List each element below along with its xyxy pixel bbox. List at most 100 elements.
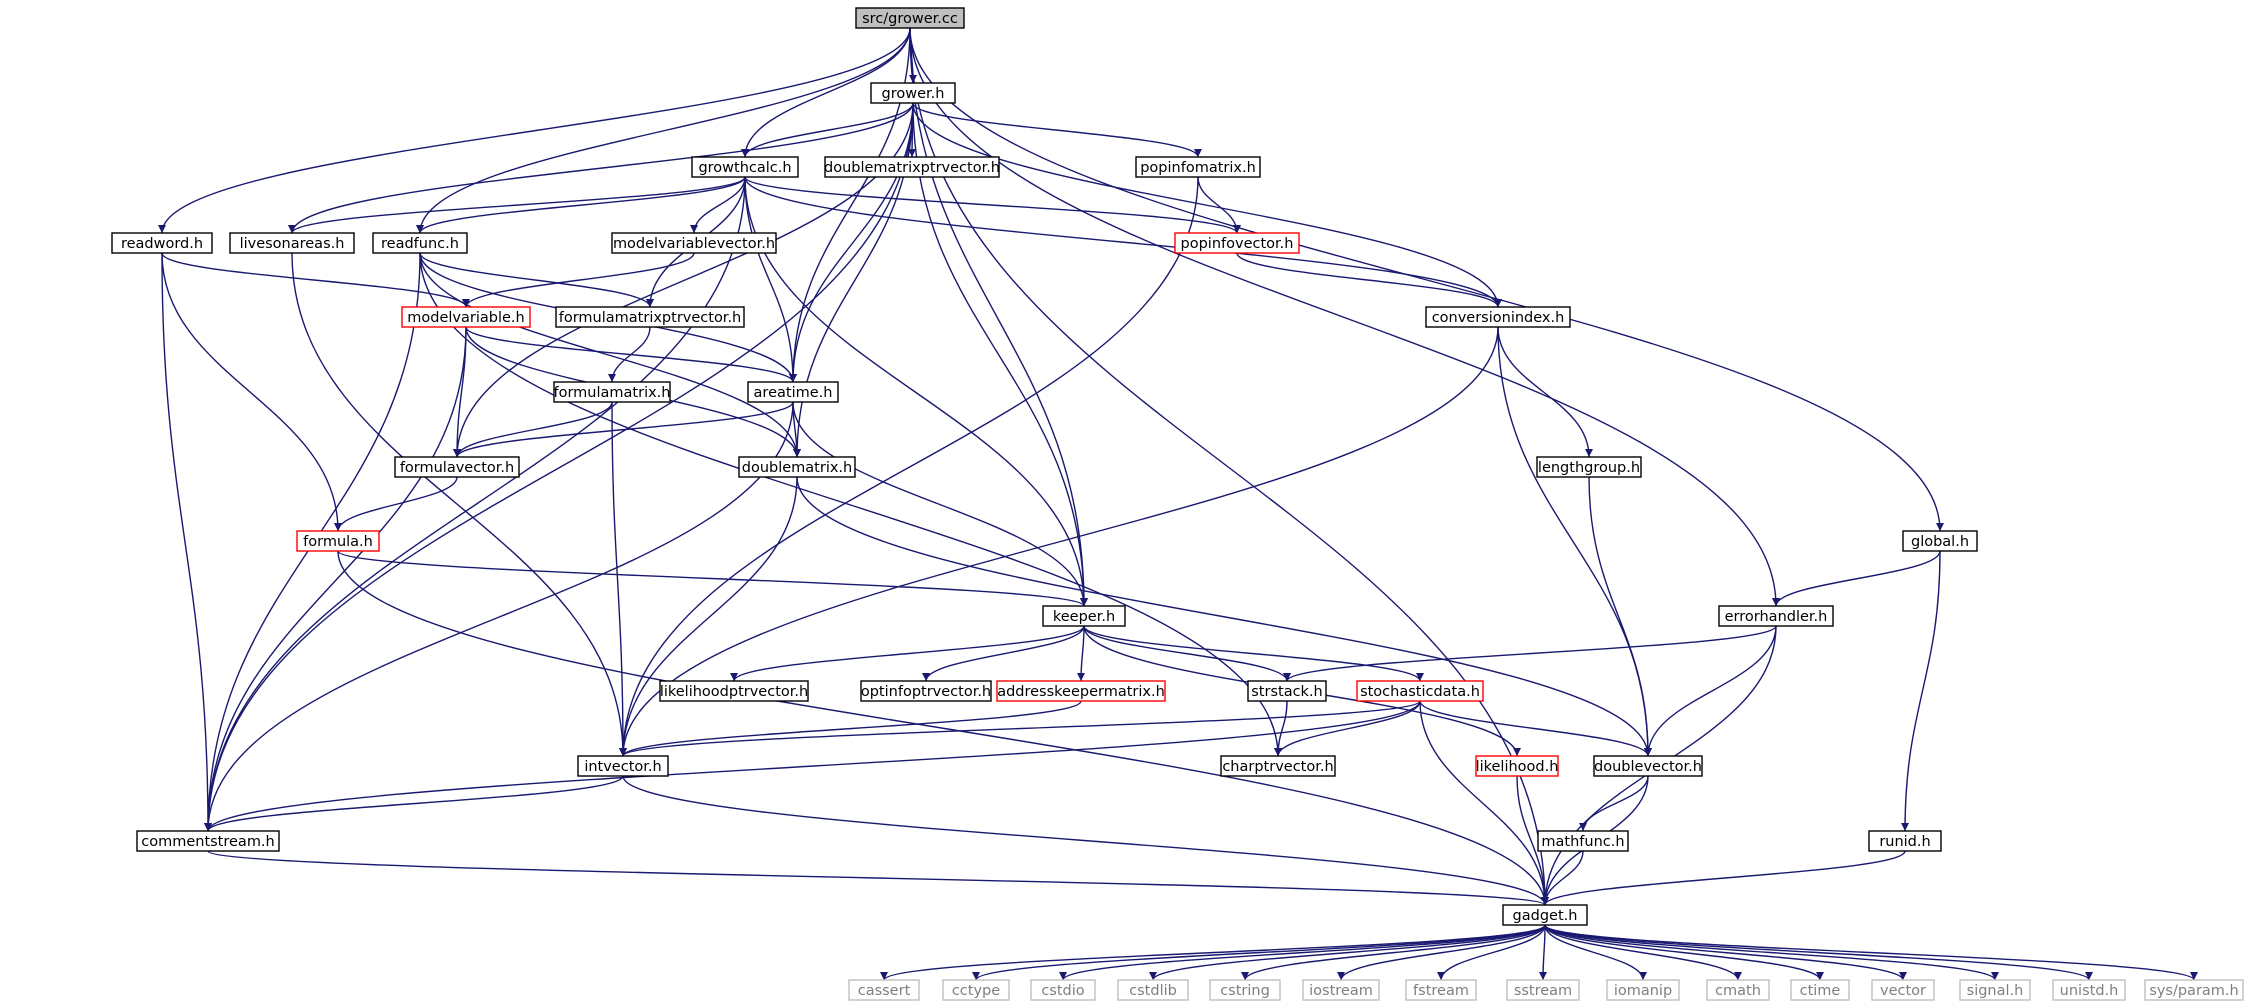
- node-label: ctime: [1800, 983, 1841, 999]
- node-cmath: cmath: [1706, 979, 1770, 1001]
- node-cstdlib: cstdlib: [1117, 979, 1189, 1001]
- node-optinfoptrvector-h[interactable]: optinfoptrvector.h: [860, 680, 992, 702]
- node-modelvariable-h[interactable]: modelvariable.h: [401, 306, 531, 328]
- node-box: [553, 381, 671, 403]
- node-box: [401, 306, 531, 328]
- node-box: [1425, 306, 1571, 328]
- node-readfunc-h[interactable]: readfunc.h: [372, 232, 468, 254]
- node-charptrvector-h[interactable]: charptrvector.h: [1220, 755, 1336, 777]
- node-ctime: ctime: [1790, 979, 1850, 1001]
- node-conversionindex-h[interactable]: conversionindex.h: [1425, 306, 1571, 328]
- node-doublematrix-h[interactable]: doublematrix.h: [738, 456, 856, 478]
- edge-addresskeepermatrix-h-to-intvector-h: [619, 700, 1082, 757]
- edge-grower-cc-to-errorhandler-h: [909, 27, 1780, 607]
- node-label: likelihood.h: [1476, 759, 1559, 775]
- node-cstring: cstring: [1209, 979, 1281, 1001]
- edge-popinfovector-h-to-conversionindex-h: [1236, 252, 1502, 308]
- node-box: [1209, 979, 1281, 1001]
- node-strstack-h[interactable]: strstack.h: [1247, 680, 1327, 702]
- node-box: [1135, 156, 1261, 178]
- node-vector: vector: [1871, 979, 1935, 1001]
- node-box: [1042, 605, 1126, 627]
- node-keeper-h[interactable]: keeper.h: [1042, 605, 1126, 627]
- node-unistd-h: unistd.h: [2052, 979, 2126, 1001]
- node-box: [1868, 830, 1942, 852]
- node-runid-h[interactable]: runid.h: [1868, 830, 1942, 852]
- node-grower-cc[interactable]: src/grower.cc: [855, 7, 965, 29]
- node-areatime-h[interactable]: areatime.h: [747, 381, 839, 403]
- node-lengthgroup-h[interactable]: lengthgroup.h: [1536, 456, 1642, 478]
- edge-gadget-h-to-iostream: [1337, 924, 1546, 981]
- node-box: [1502, 904, 1588, 926]
- node-box: [1959, 979, 2031, 1001]
- node-formulamatrixptrvector-h[interactable]: formulamatrixptrvector.h: [555, 306, 745, 328]
- node-growthcalc-h[interactable]: growthcalc.h: [691, 156, 799, 178]
- edge-grower-cc-to-gadget-h: [909, 27, 1549, 906]
- node-box: [577, 755, 669, 777]
- node-box: [1506, 979, 1580, 1001]
- node-likelihoodptrvector-h[interactable]: likelihoodptrvector.h: [659, 680, 809, 702]
- node-readword-h[interactable]: readword.h: [111, 232, 213, 254]
- edge-grower-cc-to-readword-h: [158, 27, 911, 234]
- edge-areatime-h-to-formulavector-h: [453, 401, 794, 458]
- edge-grower-cc-to-readfunc-h: [416, 27, 911, 234]
- node-label: lengthgroup.h: [1538, 460, 1640, 476]
- node-label: unistd.h: [2060, 983, 2119, 999]
- node-label: growthcalc.h: [698, 160, 791, 176]
- node-label: intvector.h: [584, 759, 661, 775]
- edge-growthcalc-h-to-readfunc-h: [416, 176, 746, 234]
- node-addresskeepermatrix-h[interactable]: addresskeepermatrix.h: [996, 680, 1166, 702]
- node-intvector-h[interactable]: intvector.h: [577, 755, 669, 777]
- edge-gadget-h-to-iomanip: [1544, 924, 1647, 981]
- node-box: [2144, 979, 2244, 1001]
- node-sys-param-h: sys/param.h: [2144, 979, 2244, 1001]
- edge-keeper-h-to-optinfoptrvector-h: [922, 625, 1085, 682]
- node-label: gadget.h: [1513, 908, 1578, 924]
- node-box: [1174, 232, 1300, 254]
- node-label: sys/param.h: [2149, 983, 2238, 999]
- edge-growthcalc-h-to-livesonareas-h: [288, 176, 746, 234]
- edge-strstack-h-to-charptrvector-h: [1274, 700, 1288, 757]
- node-errorhandler-h[interactable]: errorhandler.h: [1718, 605, 1834, 627]
- node-doublematrixptrvector-h[interactable]: doublematrixptrvector.h: [824, 156, 1000, 178]
- node-label: formulamatrix.h: [554, 385, 671, 401]
- node-box: [1790, 979, 1850, 1001]
- node-fstream: fstream: [1405, 979, 1477, 1001]
- edge-global-h-to-runid-h: [1901, 550, 1941, 832]
- node-box: [372, 232, 468, 254]
- edge-gadget-h-to-cstdlib: [1149, 924, 1546, 981]
- edge-conversionindex-h-to-intvector-h: [619, 326, 1499, 757]
- node-modelvariablevector-h[interactable]: modelvariablevector.h: [611, 232, 777, 254]
- edge-readword-h-to-formula-h: [161, 252, 342, 532]
- node-livesonareas-h[interactable]: livesonareas.h: [229, 232, 355, 254]
- edge-doublematrix-h-to-intvector-h: [619, 476, 798, 757]
- edge-formulavector-h-to-formula-h: [334, 476, 458, 532]
- node-label: mathfunc.h: [1541, 834, 1624, 850]
- node-formulamatrix-h[interactable]: formulamatrix.h: [553, 381, 671, 403]
- node-commentstream-h[interactable]: commentstream.h: [136, 830, 280, 852]
- edge-errorhandler-h-to-doublevector-h: [1644, 625, 1777, 757]
- edge-growthcalc-h-to-popinfovector-h: [744, 176, 1241, 234]
- edge-grower-h-to-areatime-h: [789, 102, 914, 383]
- node-grower-h[interactable]: grower.h: [870, 82, 956, 104]
- node-likelihood-h[interactable]: likelihood.h: [1475, 755, 1559, 777]
- node-formulavector-h[interactable]: formulavector.h: [394, 456, 520, 478]
- node-box: [738, 456, 856, 478]
- edge-stochasticdata-h-to-charptrvector-h: [1274, 700, 1421, 757]
- edge-grower-h-to-growthcalc-h: [741, 102, 914, 158]
- node-label: iostream: [1309, 983, 1373, 999]
- node-popinfomatrix-h[interactable]: popinfomatrix.h: [1135, 156, 1261, 178]
- node-gadget-h[interactable]: gadget.h: [1502, 904, 1588, 926]
- node-formula-h[interactable]: formula.h: [296, 530, 380, 552]
- node-label: sstream: [1514, 983, 1572, 999]
- node-doublevector-h[interactable]: doublevector.h: [1593, 755, 1703, 777]
- node-label: popinfovector.h: [1181, 236, 1294, 252]
- node-stochasticdata-h[interactable]: stochasticdata.h: [1356, 680, 1484, 702]
- edge-intvector-h-to-commentstream-h: [204, 775, 624, 832]
- node-global-h[interactable]: global.h: [1902, 530, 1978, 552]
- node-mathfunc-h[interactable]: mathfunc.h: [1537, 830, 1629, 852]
- node-box: [860, 680, 992, 702]
- node-popinfovector-h[interactable]: popinfovector.h: [1174, 232, 1300, 254]
- edge-readword-h-to-commentstream-h: [161, 252, 212, 832]
- node-box: [136, 830, 280, 852]
